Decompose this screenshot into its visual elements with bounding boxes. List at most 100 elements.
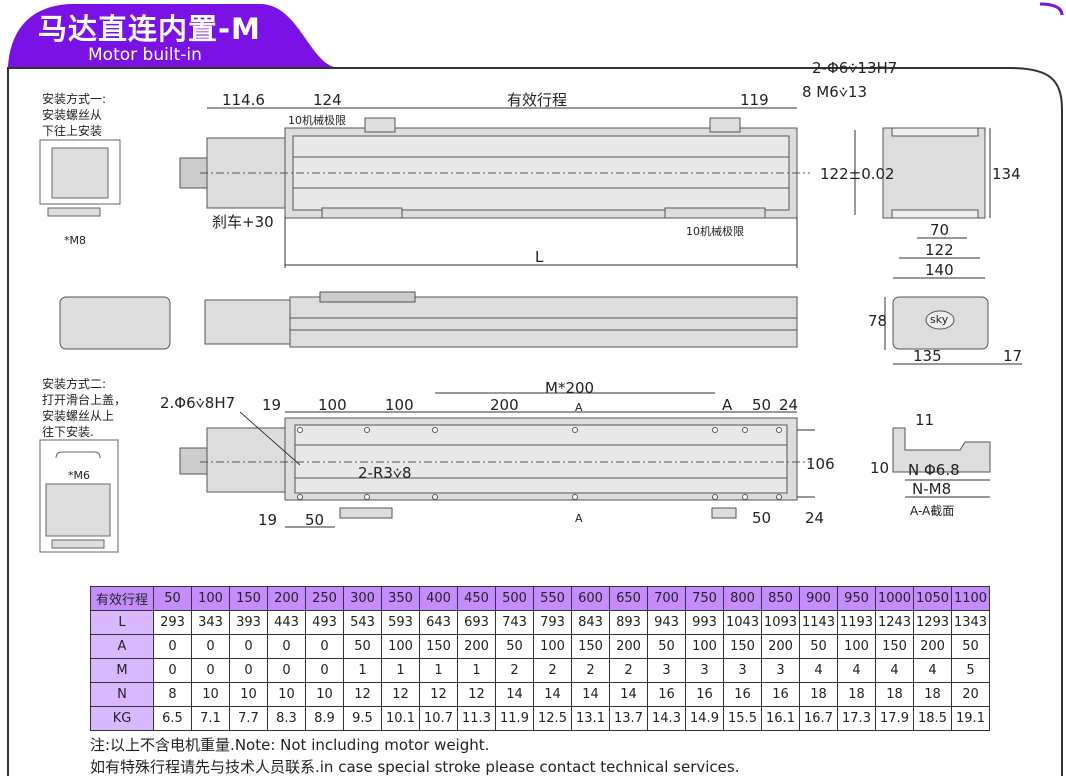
install1-figure [39, 139, 121, 217]
sec-n2: N-M8 [912, 480, 952, 498]
page-title: 马达直连内置-M [38, 12, 261, 46]
table-cell: 1143 [799, 610, 838, 635]
table-cell: 993 [685, 610, 724, 635]
table-cell: 350 [381, 586, 420, 611]
table-cell: 19.1 [951, 706, 990, 731]
table-cell: 8.9 [305, 706, 344, 731]
limit-bottom: 10机械极限 [686, 225, 744, 238]
b-19-bottom: 19 [258, 511, 278, 529]
install1-line: 安装螺丝从 [42, 108, 103, 122]
b-r3: 2-R3⩒8 [358, 464, 412, 482]
install2-line: 往下安装. [42, 425, 94, 439]
table-cell: 150 [571, 634, 610, 659]
table-cell: 1000 [875, 586, 914, 611]
table-cell: 150 [229, 586, 268, 611]
end-w3: 140 [925, 261, 954, 279]
table-cell: 3 [723, 658, 762, 683]
table-cell: 50 [343, 634, 382, 659]
table-cell: 12 [457, 682, 496, 707]
note-1: 注:以上不含电机重量.Note: Not including motor wei… [90, 736, 490, 754]
b-24-right: 24 [805, 509, 825, 527]
table-cell: 0 [305, 634, 344, 659]
table-cell: 18.5 [913, 706, 952, 731]
table-cell: 16 [761, 682, 800, 707]
table-cell: 200 [913, 634, 952, 659]
table-cell: 100 [381, 634, 420, 659]
install2-line: 安装螺丝从上 [42, 409, 115, 423]
header-banner [8, 4, 340, 68]
table-cell: 1043 [723, 610, 762, 635]
table-cell: 12 [419, 682, 458, 707]
table-cell: 0 [153, 658, 192, 683]
row-header: 有效行程 [90, 586, 154, 611]
table-cell: 2 [533, 658, 572, 683]
side-view [59, 291, 1022, 365]
sec-11: 11 [915, 411, 935, 429]
install1-line: 下往上安装 [42, 124, 103, 138]
end-w1: 70 [930, 221, 950, 239]
note-2: 如有特殊行程请先与技术人员联系.in case special stroke p… [90, 758, 740, 776]
b-200: 200 [490, 396, 519, 414]
b-a-bottom: A [575, 512, 583, 525]
end-h2: 134 [992, 165, 1021, 183]
table-cell: 550 [533, 586, 572, 611]
table-cell: 12 [343, 682, 382, 707]
table-cell: 200 [267, 586, 306, 611]
table-cell: 18 [913, 682, 952, 707]
install2-figure [39, 439, 119, 553]
b-50-right: 50 [752, 509, 772, 527]
table-cell: 0 [305, 658, 344, 683]
table-cell: 0 [229, 658, 268, 683]
table-cell: 1 [343, 658, 382, 683]
table-cell: 493 [305, 610, 344, 635]
table-cell: 4 [837, 658, 876, 683]
table-cell: 11.3 [457, 706, 496, 731]
end-hole2: 8 M6⩒13 [802, 83, 868, 101]
table-cell: 300 [343, 586, 382, 611]
table-cell: 10 [305, 682, 344, 707]
install2-screw: *M6 [68, 469, 90, 482]
table-cell: 793 [533, 610, 572, 635]
table-cell: 100 [685, 634, 724, 659]
row-header: A [90, 634, 154, 659]
table-cell: 1100 [951, 586, 990, 611]
table-cell: 16 [647, 682, 686, 707]
table-cell: 18 [837, 682, 876, 707]
table-cell: 2 [495, 658, 534, 683]
install1-screw: *M8 [64, 234, 86, 247]
b-100a: 100 [318, 396, 347, 414]
end-h1: 122±0.02 [820, 165, 895, 183]
table-cell: 1050 [913, 586, 952, 611]
table-cell: 200 [457, 634, 496, 659]
logo: sky [930, 313, 949, 326]
dim-stroke: 有效行程 [507, 91, 568, 109]
table-cell: 14.9 [685, 706, 724, 731]
side-w: 135 [913, 347, 942, 365]
table-cell: 18 [799, 682, 838, 707]
b-a-top: A [575, 401, 583, 414]
dim-119: 119 [740, 91, 769, 109]
table-cell: 8.3 [267, 706, 306, 731]
table-cell: 3 [761, 658, 800, 683]
table-cell: 10.1 [381, 706, 420, 731]
brake-label: 刹车+30 [212, 213, 274, 231]
end-hole1: 2-Φ6⩒13H7 [812, 59, 898, 77]
table-cell: 900 [799, 586, 838, 611]
table-cell: 1093 [761, 610, 800, 635]
table-cell: 0 [153, 634, 192, 659]
table-cell: 1 [457, 658, 496, 683]
section-view [892, 427, 991, 498]
install1-text: 安装方式一: 安装螺丝从 下往上安装 [42, 91, 106, 139]
table-cell: 16.1 [761, 706, 800, 731]
bottom-hole: 2.Φ6⩒8H7 [160, 394, 236, 412]
row-header: KG [90, 706, 154, 731]
install2-line: 安装方式二: [42, 377, 107, 391]
table-cell: 7.7 [229, 706, 268, 731]
table-cell: 950 [837, 586, 876, 611]
table-cell: 450 [457, 586, 496, 611]
